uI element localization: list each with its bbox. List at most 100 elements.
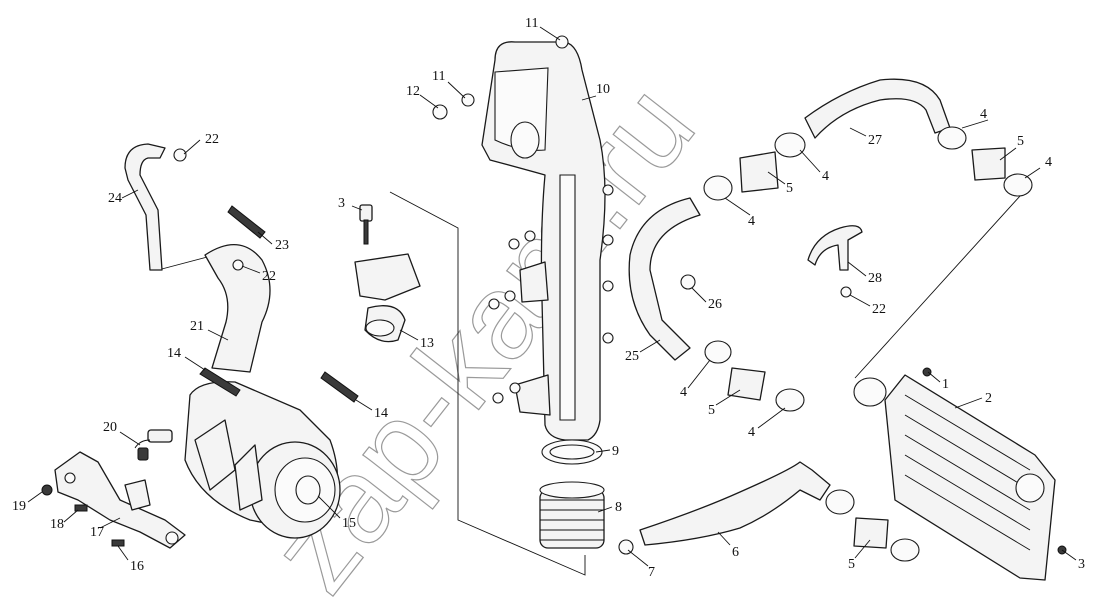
part-number-label-15: 15 (342, 516, 356, 531)
part-number-label-11: 11 (525, 16, 538, 31)
leader-line-18 (63, 509, 79, 523)
filter-mounting-bracket (54, 451, 186, 549)
clamp-spring-14a (199, 367, 241, 397)
leader-line-11 (539, 26, 561, 41)
part-number-label-26: 26 (708, 297, 722, 312)
hose-clamps (703, 126, 1033, 562)
part-number-label-25: 25 (625, 349, 639, 364)
intercooler (853, 374, 1056, 581)
part-number-label-28: 28 (868, 271, 882, 286)
pressure-sensor (134, 429, 173, 461)
gasket-ring-inner (549, 444, 595, 460)
leader-line-5 (767, 171, 786, 185)
leader-line-10 (581, 95, 597, 101)
leader-line-3 (351, 205, 363, 211)
leader-line-2 (954, 397, 983, 409)
part-number-label-27: 27 (868, 133, 882, 148)
clamp-spring-23 (227, 205, 266, 239)
part-number-label-3: 3 (338, 196, 345, 211)
breather-hose (124, 143, 166, 271)
part-number-label-10: 10 (596, 82, 610, 97)
intake-hose (204, 243, 271, 373)
leader-line-25 (639, 339, 661, 353)
leader-line-22 (241, 265, 261, 274)
leader-line-4 (687, 359, 711, 389)
part-number-label-9: 9 (612, 444, 619, 459)
leader-line-26 (691, 287, 707, 303)
leader-line-11 (447, 81, 466, 99)
part-number-label-4: 4 (1045, 155, 1052, 170)
part-number-label-13: 13 (420, 336, 434, 351)
leader-line-28 (847, 261, 867, 277)
part-number-label-6: 6 (732, 545, 739, 560)
leader-line-19 (27, 491, 43, 503)
leader-line-17 (99, 517, 121, 529)
assembly-outline-left (389, 191, 586, 576)
part-number-label-5: 5 (786, 181, 793, 196)
leader-line-4 (961, 119, 989, 129)
leader-line-5 (854, 539, 871, 559)
leader-line-22 (849, 294, 871, 307)
part-number-label-22: 22 (262, 269, 276, 284)
leader-line-9 (595, 449, 611, 453)
air-intake-duct (481, 41, 606, 441)
leader-line-4 (1024, 167, 1041, 179)
air-filter-bracket (354, 253, 421, 343)
part-number-label-14: 14 (374, 406, 388, 421)
leader-line-7 (627, 549, 649, 567)
air-filter-housing (184, 381, 341, 539)
part-number-label-24: 24 (108, 191, 122, 206)
part-number-label-4: 4 (748, 425, 755, 440)
clamp-spring-14b (320, 371, 359, 403)
leader-line-27 (849, 127, 867, 137)
leader-line-21 (207, 329, 229, 341)
part-number-label-2: 2 (985, 391, 992, 406)
fasteners (41, 35, 1067, 555)
part-number-label-1: 1 (942, 377, 949, 392)
part-number-label-4: 4 (822, 169, 829, 184)
part-number-label-22: 22 (205, 132, 219, 147)
leader-line-4 (724, 197, 751, 216)
leader-line-23 (257, 231, 273, 245)
leader-line-16 (117, 545, 129, 561)
part-number-label-4: 4 (680, 385, 687, 400)
leader-line-14 (184, 356, 206, 371)
part-number-label-4: 4 (980, 107, 987, 122)
part-number-label-7: 7 (648, 565, 655, 580)
leader-line-24 (121, 189, 139, 199)
leader-line-4 (757, 407, 786, 429)
part-number-label-8: 8 (615, 500, 622, 515)
part-number-label-16: 16 (130, 559, 144, 574)
part-number-label-4: 4 (748, 214, 755, 229)
leader-line-3 (1061, 549, 1077, 561)
leader-line-14 (355, 399, 373, 411)
part-number-label-5: 5 (848, 557, 855, 572)
leader-line-13 (399, 329, 419, 341)
charge-air-pipe-27 (804, 78, 951, 139)
part-number-label-19: 19 (12, 499, 26, 514)
leader-line-6 (717, 531, 731, 546)
part-number-label-5: 5 (1017, 134, 1024, 149)
small-hose-28 (807, 225, 863, 271)
charge-air-pipe-6 (639, 461, 831, 546)
leader-line-12 (419, 94, 439, 109)
leader-line-1 (927, 371, 941, 383)
part-number-label-23: 23 (275, 238, 289, 253)
part-number-label-11: 11 (432, 69, 445, 84)
charge-air-pipe-25 (628, 197, 701, 361)
leader-line-5 (715, 389, 741, 406)
leader-line-8 (597, 506, 613, 513)
part-number-label-21: 21 (190, 319, 204, 334)
leader-line-4 (799, 149, 821, 173)
leader-line-15 (317, 495, 341, 519)
assembly-link-right (854, 184, 1031, 379)
leader-line-20 (119, 431, 141, 446)
part-label-layer: 1233444444555567891011111213141415161718… (12, 16, 1085, 580)
part-number-label-18: 18 (50, 517, 64, 532)
part-number-label-22: 22 (872, 302, 886, 317)
part-number-label-5: 5 (708, 403, 715, 418)
part-number-label-14: 14 (167, 346, 181, 361)
bellows-boot (539, 481, 605, 549)
